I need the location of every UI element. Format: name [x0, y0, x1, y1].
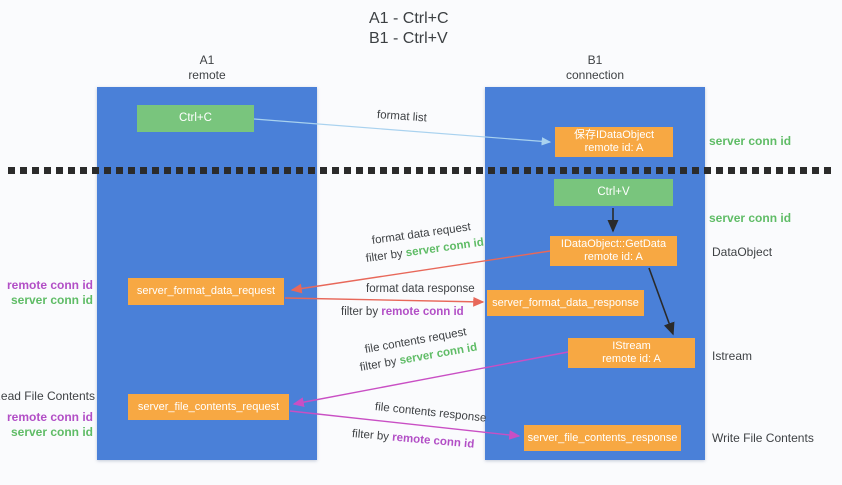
remote-conn-id-key: remote conn id	[391, 431, 475, 451]
diagram-title: A1 - Ctrl+C B1 - Ctrl+V	[369, 9, 449, 49]
node-file-response-label: server_file_contents_response	[527, 431, 678, 444]
lane-b1-name: B1	[587, 53, 603, 67]
phase-separator-dotted-line	[8, 167, 836, 174]
lane-a1-role: remote	[188, 68, 226, 82]
lane-header-b1: B1 connection	[485, 53, 705, 83]
flow-label-file-contents-response: file contents response	[374, 401, 487, 425]
filter-by-text: filter by	[351, 428, 390, 444]
flow-label-format-data-response: format data response	[366, 283, 475, 295]
node-ctrl-v: Ctrl+V	[554, 179, 673, 206]
annotation-write-file-contents: Write File Contents	[712, 431, 814, 445]
node-save-idataobject-remote-id: remote id: A	[584, 142, 644, 154]
annotation-read-file-contents: Read File Contents	[0, 389, 95, 403]
annotation-server-conn-id-middle: server conn id	[709, 211, 792, 225]
node-server-format-data-request: server_format_data_request	[128, 278, 284, 305]
title-line-ctrl-v: B1 - Ctrl+V	[369, 30, 448, 47]
lane-b1-role: connection	[565, 68, 625, 82]
node-format-response-label: server_format_data_response	[492, 296, 639, 309]
lane-a1-name: A1	[199, 53, 215, 67]
annotation-remote-conn-id-format: remote conn id	[6, 278, 93, 292]
annotation-server-conn-id-top: server conn id	[709, 134, 792, 148]
filter-by-text: filter by	[365, 247, 404, 265]
flow-label-format-list: format list	[376, 109, 428, 125]
node-istream-remote-id: remote id: A	[602, 353, 661, 365]
node-getdata-title: IDataObject::GetData	[560, 238, 667, 250]
flow-filter-file-contents-response: filter by remote conn id	[351, 428, 474, 451]
node-istream-title: IStream	[612, 340, 651, 352]
node-format-request-label: server_format_data_request	[136, 285, 276, 297]
remote-conn-id-key: remote conn id	[381, 306, 464, 318]
node-server-file-contents-request: server_file_contents_request	[128, 394, 289, 420]
flow-filter-format-data-response: filter by remote conn id	[341, 306, 464, 318]
title-line-ctrl-c: A1 - Ctrl+C	[369, 10, 449, 27]
node-istream: IStream remote id: A	[568, 338, 695, 368]
node-ctrl-c: Ctrl+C	[137, 105, 254, 132]
filter-by-text: filter by	[341, 306, 379, 318]
node-getdata-remote-id: remote id: A	[584, 251, 643, 263]
node-idataobject-getdata: IDataObject::GetData remote id: A	[550, 236, 677, 266]
node-file-request-label: server_file_contents_request	[137, 400, 280, 413]
annotation-istream: Istream	[712, 349, 753, 363]
node-server-format-data-response: server_format_data_response	[487, 290, 644, 316]
annotation-server-conn-id-file: server conn id	[10, 425, 93, 439]
filter-by-text: filter by	[358, 355, 398, 374]
node-ctrl-c-label: Ctrl+C	[179, 112, 212, 124]
annotation-dataobject: DataObject	[712, 245, 773, 259]
node-save-idataobject-title: 保存IDataObject	[573, 129, 655, 141]
annotation-remote-conn-id-file: remote conn id	[6, 410, 93, 424]
annotation-server-conn-id-format: server conn id	[10, 293, 93, 307]
node-server-file-contents-response: server_file_contents_response	[524, 425, 681, 451]
node-save-idataobject: 保存IDataObject remote id: A	[555, 127, 673, 157]
lane-header-a1: A1 remote	[97, 53, 317, 83]
node-ctrl-v-label: Ctrl+V	[597, 186, 630, 198]
